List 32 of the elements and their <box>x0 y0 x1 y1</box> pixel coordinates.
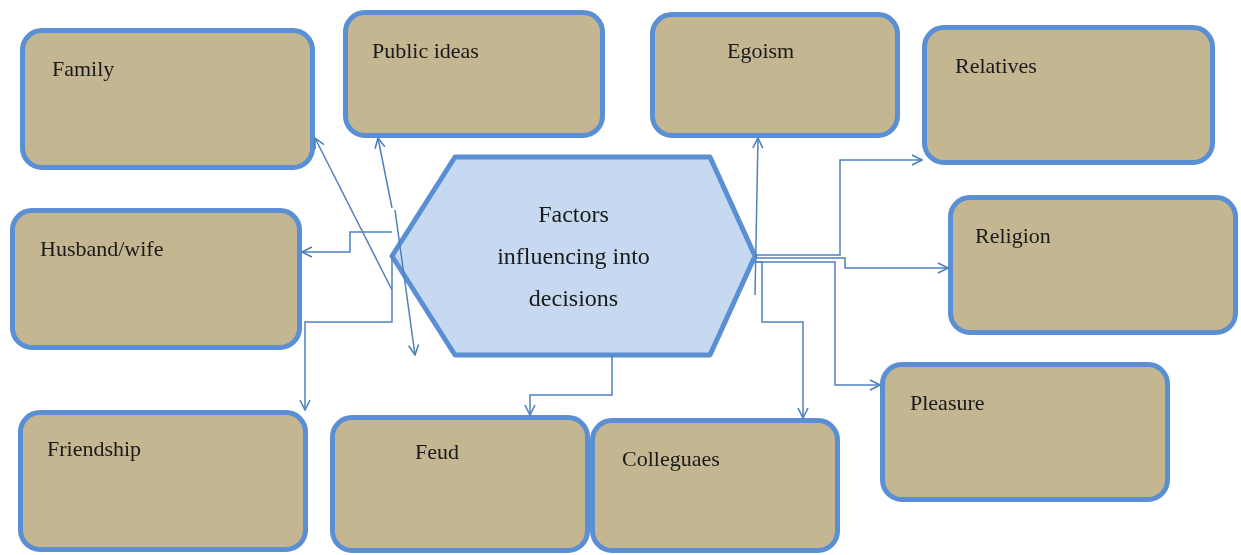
decision-hexagon <box>392 157 755 355</box>
factor-box <box>650 12 900 138</box>
factor-label: Pleasure <box>910 390 985 417</box>
factor-box <box>922 25 1215 165</box>
factor-label: Religion <box>975 223 1051 250</box>
arrow <box>754 261 809 419</box>
factor-box <box>18 410 308 552</box>
factor-label: Relatives <box>955 53 1037 80</box>
factor-label: Colleguaes <box>622 446 720 473</box>
factor-label: Egoism <box>727 38 795 65</box>
factor-label: Public ideas <box>372 38 479 65</box>
factor-box <box>330 415 590 553</box>
arrow <box>754 257 949 274</box>
factor-label: Husband/wife <box>40 236 164 263</box>
arrow <box>524 354 613 416</box>
arrow <box>374 137 393 209</box>
factor-label: Friendship <box>47 436 142 463</box>
factor-label: Feud <box>415 439 459 466</box>
hexagon-label: Factors influencing into decisions <box>496 200 651 313</box>
factor-box <box>10 208 302 350</box>
arrow <box>394 209 420 356</box>
arrow <box>752 137 764 296</box>
arrow <box>754 154 923 256</box>
factor-label: Family <box>52 56 115 83</box>
factor-box <box>590 418 840 553</box>
factor-box <box>880 362 1170 502</box>
arrow <box>314 137 393 291</box>
factor-box <box>948 195 1238 335</box>
arrow <box>299 254 393 411</box>
factor-box <box>343 10 605 138</box>
arrow <box>301 231 393 258</box>
factor-box <box>20 28 315 170</box>
